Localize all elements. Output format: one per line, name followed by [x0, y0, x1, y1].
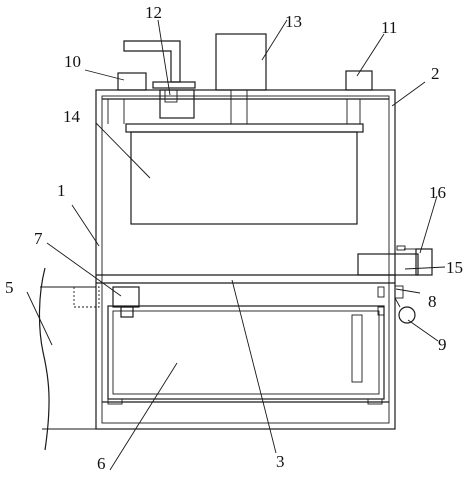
unit-13: [215, 33, 267, 91]
unit-7-body: [112, 286, 140, 308]
label-16: 16: [429, 183, 446, 202]
label-9: 9: [438, 335, 447, 354]
unit-16-cap: [396, 245, 406, 251]
pipe-12-base: [152, 81, 196, 89]
label-10: 10: [64, 52, 81, 71]
label-14: 14: [63, 107, 81, 126]
unit-7-pipe: [73, 286, 100, 308]
unit-16: [415, 248, 433, 276]
break-line: [38, 267, 50, 451]
unit-10: [117, 72, 147, 91]
label-5: 5: [5, 278, 14, 297]
unit-8: [394, 285, 404, 299]
leader-lines: [26, 19, 446, 471]
part-labels: 1 2 3 5 6 7 8 9 10 11 12 13 14 15 16: [5, 3, 463, 473]
top-units: [117, 33, 373, 91]
side-units: [357, 245, 433, 276]
drawer-6: [107, 305, 385, 400]
external-part-5: [38, 267, 97, 451]
inner-frame: [101, 95, 390, 424]
pipe-12: [123, 40, 181, 83]
label-12: 12: [145, 3, 162, 22]
unit-7: [73, 286, 140, 318]
lower-chamber: [102, 305, 389, 405]
label-13: 13: [285, 12, 302, 31]
unit-8-mount: [377, 286, 385, 298]
valve-group: [377, 285, 416, 324]
label-1: 1: [57, 181, 66, 200]
label-3: 3: [276, 452, 285, 471]
label-7: 7: [34, 229, 43, 248]
drawer-foot-left: [107, 398, 123, 405]
unit-11: [345, 70, 373, 91]
tank-assembly: [102, 89, 389, 225]
drawer-handle: [351, 314, 363, 383]
valve-9: [398, 306, 416, 324]
drawer-6-inner: [112, 310, 380, 395]
valve-mount: [377, 306, 385, 316]
tank-mount-bar: [125, 123, 364, 133]
label-2: 2: [431, 64, 440, 83]
drawer-foot-right: [367, 398, 383, 405]
label-11: 11: [381, 18, 397, 37]
label-6: 6: [97, 454, 106, 473]
outer-frame: [95, 89, 396, 430]
tank-14: [130, 131, 358, 225]
unit-15: [357, 253, 419, 276]
label-8: 8: [428, 292, 437, 311]
label-15: 15: [446, 258, 463, 277]
pump-12-port: [164, 89, 178, 103]
divider-plate: [96, 274, 395, 284]
unit-7-outlet: [120, 306, 134, 318]
housing: [95, 89, 396, 430]
